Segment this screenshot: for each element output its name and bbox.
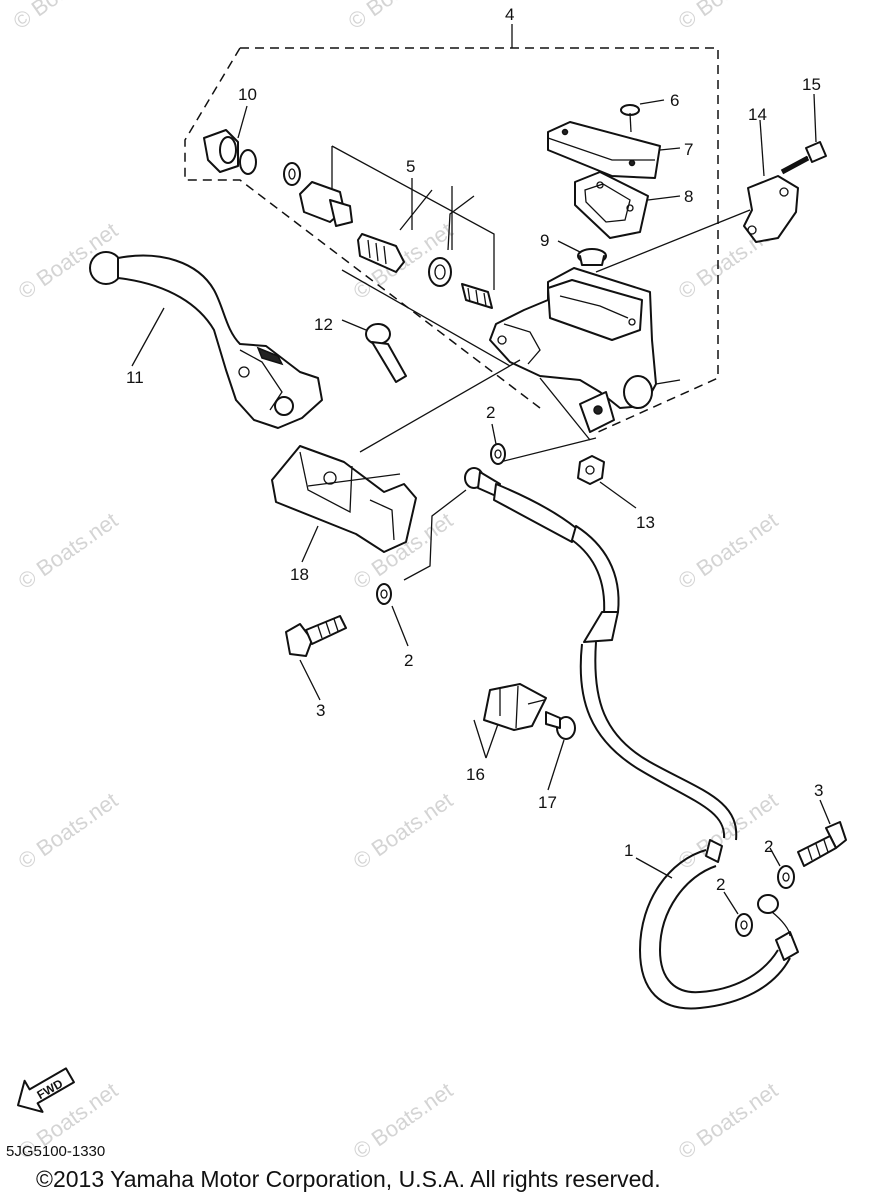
- holder-14: [743, 175, 799, 243]
- callout-4: 4: [505, 5, 514, 24]
- screw-6: [620, 104, 640, 133]
- callout-5: 5: [406, 157, 415, 176]
- callout-8: 8: [684, 187, 693, 206]
- copyright-notice: ©2013 Yamaha Motor Corporation, U.S.A. A…: [36, 1166, 661, 1192]
- callout-16: 16: [466, 765, 485, 784]
- watermark: © Boats.net: [14, 787, 123, 874]
- union-bolt-3a: [285, 615, 347, 657]
- brake-hose-1: [464, 467, 799, 1010]
- callout-2: 2: [764, 837, 773, 856]
- watermark: © Boats.net: [349, 787, 458, 874]
- watermark: © Boats.net: [9, 0, 118, 34]
- callout-2: 2: [716, 875, 725, 894]
- watermark: © Boats.net: [674, 787, 783, 874]
- callout-7: 7: [684, 140, 693, 159]
- watermark-layer: © Boats.net © Boats.net © Boats.net © Bo…: [9, 0, 783, 1164]
- watermark: © Boats.net: [344, 0, 453, 34]
- callout-17: 17: [538, 793, 557, 812]
- callout-12: 12: [314, 315, 333, 334]
- pivot-bolt-12: [365, 323, 407, 383]
- callout-9: 9: [540, 231, 549, 250]
- watermark: © Boats.net: [674, 507, 783, 594]
- callout-6: 6: [670, 91, 679, 110]
- callout-3: 3: [316, 701, 325, 720]
- watermark: © Boats.net: [674, 1077, 783, 1164]
- boot-10: [203, 129, 301, 186]
- callouts: 4 10 6 15 14 7 5 8 9 12 11 2 13 18 2 3 1…: [126, 5, 823, 894]
- callout-14: 14: [748, 105, 767, 124]
- callout-13: 13: [636, 513, 655, 532]
- watermark: © Boats.net: [349, 1077, 458, 1164]
- float-9: [577, 248, 607, 266]
- nut-13: [577, 455, 605, 485]
- callout-18: 18: [290, 565, 309, 584]
- washer-2a: [490, 443, 506, 465]
- callout-2: 2: [404, 651, 413, 670]
- piston-kit-5: [299, 145, 495, 309]
- hose-guide-16: [483, 683, 547, 731]
- reservoir-cover-7: [547, 121, 661, 179]
- brake-lever-11: [89, 251, 323, 429]
- watermark: © Boats.net: [674, 0, 783, 34]
- watermark: © Boats.net: [14, 507, 123, 594]
- callout-2: 2: [486, 403, 495, 422]
- master-cylinder-body: [489, 267, 657, 433]
- washer-2d: [777, 865, 795, 889]
- callout-11: 11: [126, 368, 144, 387]
- washer-2b: [376, 583, 392, 605]
- union-bolt-3b: [797, 821, 847, 867]
- diaphragm-8: [574, 171, 649, 239]
- clamp-18: [271, 445, 417, 553]
- callout-15: 15: [802, 75, 821, 94]
- screw-17: [545, 711, 576, 740]
- diagram-code: 5JG5100-1330: [6, 1143, 106, 1160]
- callout-3: 3: [814, 781, 823, 800]
- callout-1: 1: [624, 841, 633, 860]
- washer-2c: [735, 913, 753, 937]
- assembly-4-boundary: [184, 47, 719, 433]
- callout-10: 10: [238, 85, 257, 104]
- bolt-15: [780, 141, 827, 175]
